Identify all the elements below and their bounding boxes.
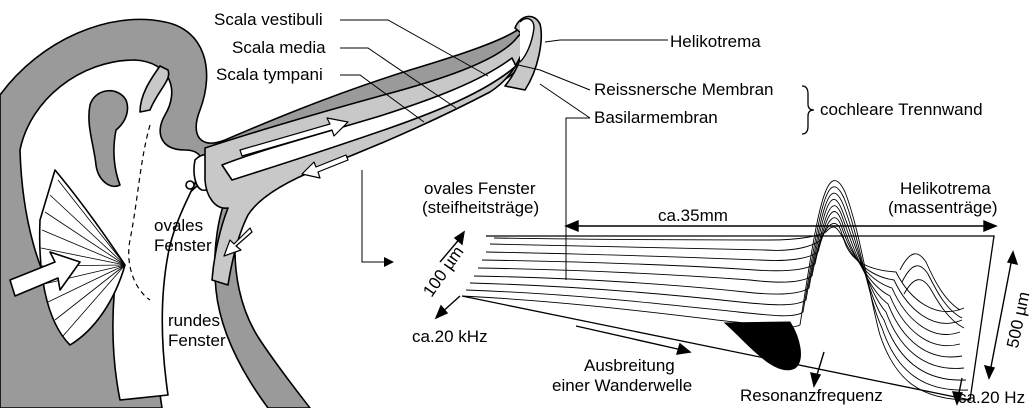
label-oval-window-left-1: ovales: [154, 217, 203, 235]
label-helikotrema-right-1: Helikotrema: [900, 180, 991, 198]
label-propagation-1: Ausbreitung: [584, 357, 675, 375]
label-reissner: Reissnersche Membran: [594, 81, 774, 99]
leader-partition: [540, 84, 590, 118]
label-freq-base: ca.20 kHz: [412, 328, 488, 346]
leader-basilar: [566, 118, 590, 280]
label-scala-vestibuli: Scala vestibuli: [214, 11, 323, 29]
length-arrow-head-right: [984, 221, 996, 231]
label-scala-tympani: Scala tympani: [216, 66, 323, 84]
label-oval-window-right-2: (steifheitsträge): [422, 199, 539, 217]
panel-pointer-head: [384, 257, 394, 267]
label-helikotrema-top: Helikotrema: [670, 33, 761, 51]
panel-pointer: [362, 170, 384, 262]
freq-base-arrow-head: [436, 306, 447, 318]
label-helikotrema-right-2: (massenträge): [888, 199, 998, 217]
label-scala-media: Scala media: [232, 39, 326, 57]
label-resonance: Resonanzfrequenz: [740, 387, 883, 405]
resonance-arrow-head: [811, 373, 820, 386]
leader-helikotrema: [545, 40, 668, 42]
length-arrow-head-left: [566, 221, 578, 231]
label-basilar: Basilarmembran: [594, 109, 718, 127]
wave-trough: [725, 322, 800, 370]
label-oval-window-right-1: ovales Fenster: [424, 180, 536, 198]
propagation-arrow-head: [677, 344, 690, 354]
apex-ripples: [900, 254, 964, 328]
label-round-window-2: Fenster: [168, 332, 226, 350]
width-apex-arrow-head-bottom: [985, 366, 994, 378]
label-propagation-2: einer Wanderwelle: [552, 377, 692, 395]
leader-lines: [340, 20, 814, 280]
label-freq-apex: ca.20 Hz: [958, 389, 1025, 407]
stapes-head: [186, 181, 194, 189]
label-length: ca.35mm: [658, 207, 728, 225]
plate-outline: [462, 236, 994, 400]
width-apex-arrow-head-top: [1008, 252, 1017, 264]
label-oval-window-left-2: Fenster: [154, 237, 212, 255]
partition-bracket: [802, 86, 814, 134]
label-round-window-1: rundes: [168, 312, 220, 330]
dimension-arrows: [436, 221, 1017, 404]
label-cochlear-partition: cochleare Trennwand: [820, 101, 983, 119]
